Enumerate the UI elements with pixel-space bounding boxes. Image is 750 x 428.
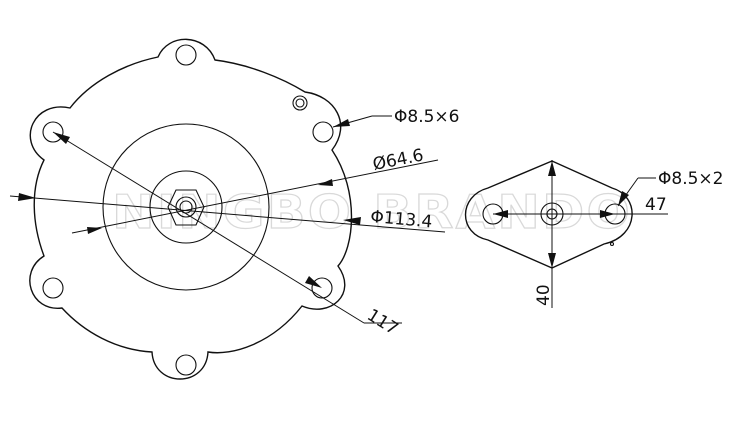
inner-diameter-arrow-right xyxy=(318,179,333,186)
plate-holes-label: Φ8.5×2 xyxy=(658,169,723,189)
span-arrow-end xyxy=(305,276,322,288)
inner-diameter-circle xyxy=(149,170,223,244)
bolt-hole-lower-left xyxy=(42,277,64,299)
outer-diameter-arrow-right xyxy=(343,217,361,225)
bolt-hole-top xyxy=(175,44,197,66)
inner-diameter-label: Ø64.6 xyxy=(371,145,425,174)
span-arrow-start xyxy=(53,132,70,144)
diaphragm-outline xyxy=(29,38,353,380)
bolt-holes-label: Φ8.5×6 xyxy=(394,107,459,127)
plate-outline xyxy=(464,160,633,269)
outer-diameter-circle xyxy=(102,123,270,291)
diaphragm-part xyxy=(29,38,353,380)
locating-hole-outer xyxy=(292,95,308,111)
height-arrow-bottom xyxy=(548,253,556,268)
width-arrow-right xyxy=(600,210,615,218)
plate-dimensions: 40 47 Φ8.5×2 xyxy=(493,160,723,308)
locating-hole-inner xyxy=(295,98,305,108)
outer-diameter-arrow-left xyxy=(18,193,36,201)
height-arrow-top xyxy=(548,161,556,176)
height-label: 40 xyxy=(534,284,554,306)
span-label: 117 xyxy=(363,305,401,339)
plate-small-dot xyxy=(609,241,615,247)
width-arrow-left xyxy=(493,210,508,218)
bolt-hole-leader-arrow xyxy=(333,119,350,127)
plate-hole-leader-arrow xyxy=(618,191,629,206)
inner-diameter-arrow-left xyxy=(87,227,102,234)
span-dimension-line xyxy=(52,131,365,324)
bolt-hole-lower-right xyxy=(311,277,333,299)
width-label: 47 xyxy=(645,195,667,215)
bolt-hole-upper-left xyxy=(42,121,64,143)
outer-diameter-line xyxy=(9,195,446,233)
center-bore-inner xyxy=(179,200,193,214)
center-hex-nut xyxy=(167,189,205,226)
bolt-hole-upper-right xyxy=(312,121,334,143)
inner-diameter-line xyxy=(71,159,439,234)
bolt-hole-bottom xyxy=(175,354,197,376)
